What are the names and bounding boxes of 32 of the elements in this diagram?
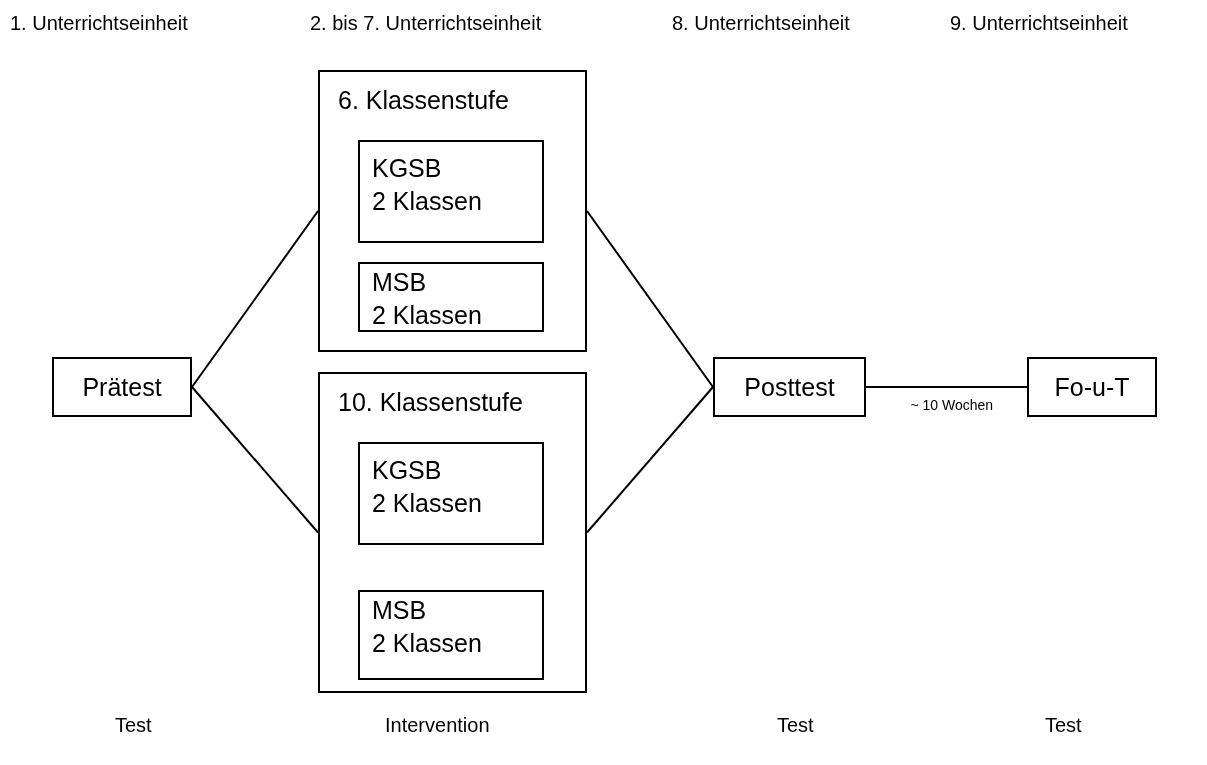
process-box: [358, 140, 544, 243]
connector-line: [586, 386, 714, 534]
connector-line: [191, 386, 319, 534]
node-label: 10. Klassenstufe: [338, 387, 523, 418]
connector-line: [191, 210, 319, 388]
edge-label: ~ 10 Wochen: [908, 397, 996, 413]
connector-line: [586, 210, 714, 388]
node-label: MSB 2 Klassen: [372, 267, 483, 331]
node-label: KGSB 2 Klassen: [372, 455, 483, 519]
group-box: [318, 70, 587, 352]
phase-type-label: Test: [1045, 714, 1082, 737]
process-box: [358, 442, 544, 545]
node-label: KGSB 2 Klassen: [372, 153, 483, 217]
phase-label: 8. Unterrichtseinheit: [672, 12, 850, 35]
node-label: Fo-u-T: [1053, 372, 1131, 403]
phase-label: 1. Unterrichtseinheit: [10, 12, 188, 35]
node-label: Posttest: [743, 372, 836, 403]
phase-label: 9. Unterrichtseinheit: [950, 12, 1128, 35]
process-box: [52, 357, 192, 417]
group-box: [318, 372, 587, 693]
process-box: [358, 262, 544, 332]
process-box: [713, 357, 866, 417]
node-label: MSB 2 Klassen: [372, 595, 483, 659]
node-label: 6. Klassenstufe: [338, 85, 509, 116]
phase-type-label: Intervention: [385, 714, 490, 737]
phase-type-label: Test: [777, 714, 814, 737]
node-label: Prätest: [81, 372, 163, 403]
process-box: [358, 590, 544, 680]
connector-line: [865, 386, 1028, 388]
phase-type-label: Test: [115, 714, 152, 737]
phase-label: 2. bis 7. Unterrichtseinheit: [310, 12, 542, 35]
process-box: [1027, 357, 1157, 417]
